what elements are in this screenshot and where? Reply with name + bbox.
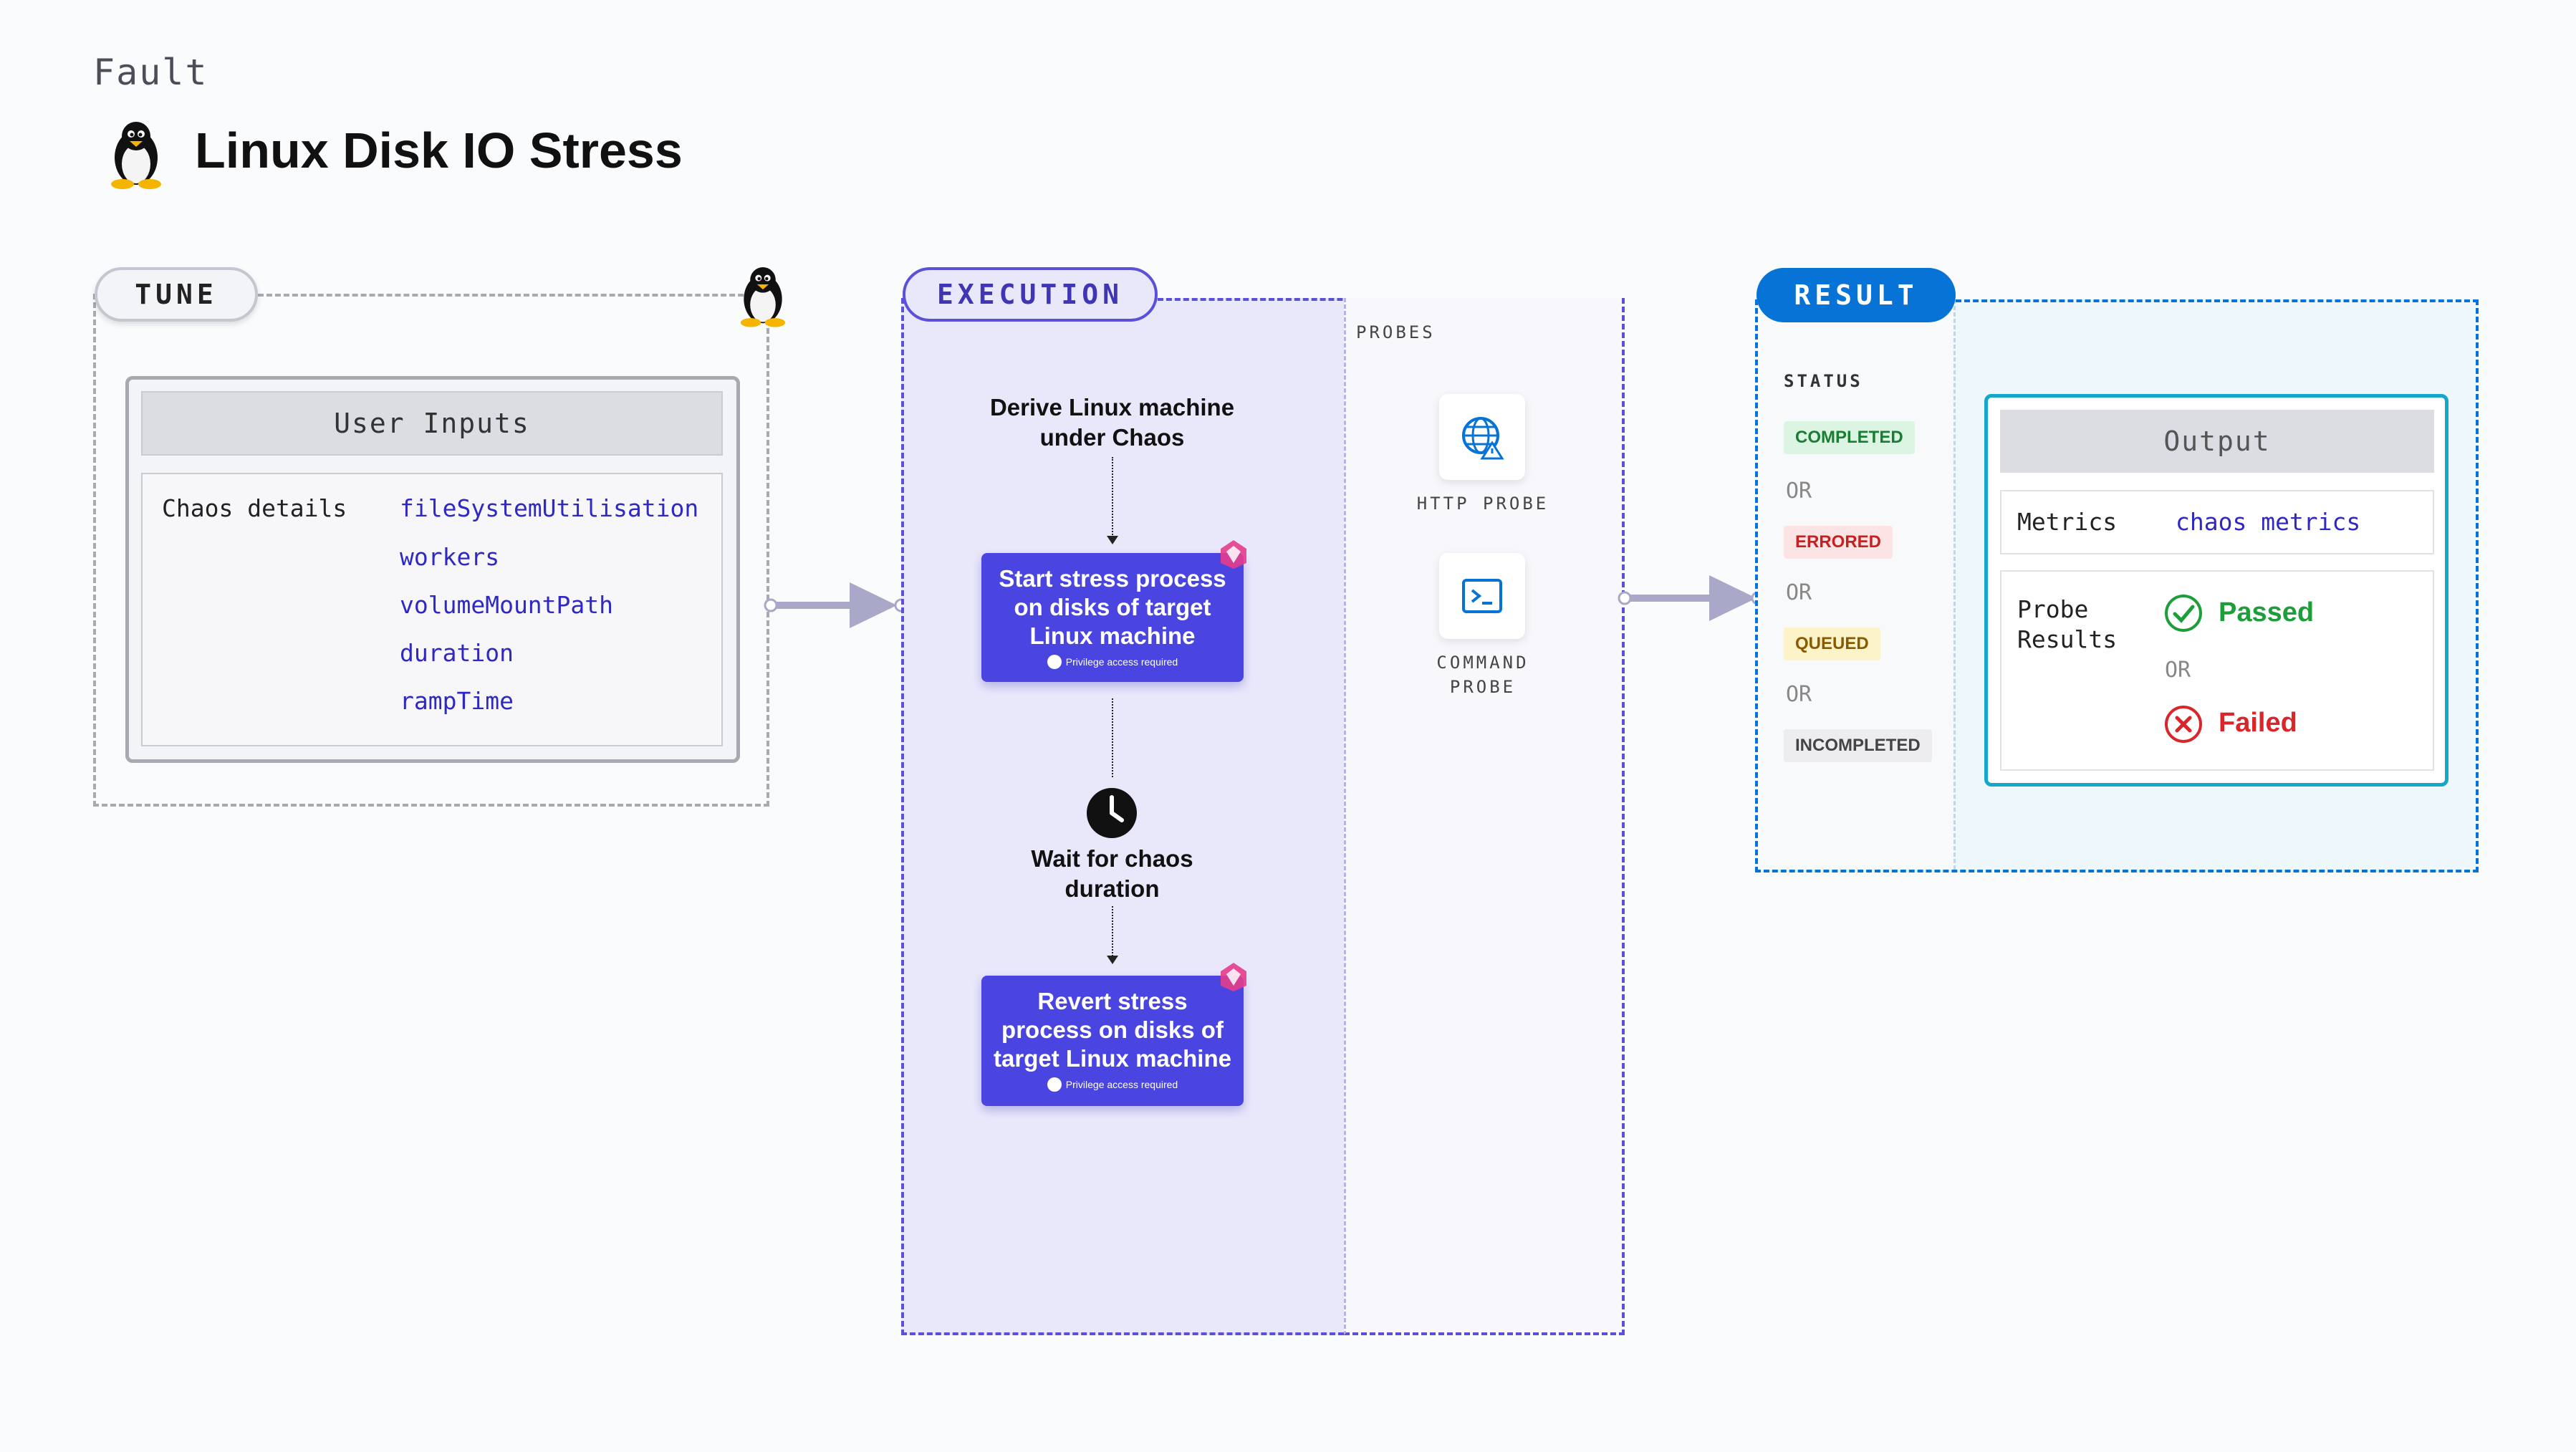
wait-duration-text: Wait for chaos duration — [1031, 845, 1193, 902]
command-probe-icon[interactable] — [1439, 553, 1525, 639]
param-duration: duration — [400, 639, 514, 667]
check-circle-icon — [2165, 595, 2202, 632]
start-stress-step: Start stress process on disks of target … — [981, 553, 1244, 682]
failed-label: Failed — [2219, 708, 2297, 738]
fault-label: Fault — [93, 52, 208, 93]
command-probe-label: COMMAND PROBE — [1436, 653, 1529, 697]
chaos-badge-icon — [1221, 963, 1246, 991]
flow-arrowhead-3 — [1107, 956, 1118, 964]
lock-icon — [1047, 655, 1062, 669]
tune-pill: TUNE — [95, 267, 258, 322]
status-column — [1758, 299, 1956, 870]
linux-penguin-icon — [104, 118, 168, 193]
flow-connector-1 — [1112, 457, 1113, 540]
result-pill: RESULT — [1756, 268, 1956, 322]
flow-connector-3 — [1112, 906, 1113, 959]
status-completed-badge: COMPLETED — [1784, 421, 1915, 454]
http-probe-icon[interactable] — [1439, 394, 1525, 480]
execution-pill: EXECUTION — [903, 267, 1158, 322]
output-title: Output — [2000, 410, 2434, 473]
execution-to-result-arrow — [1618, 575, 1765, 621]
x-circle-icon — [2165, 706, 2202, 743]
param-volumemountpath: volumeMountPath — [400, 591, 614, 619]
or-separator: OR — [1786, 580, 1812, 605]
probes-label: PROBES — [1356, 322, 1436, 342]
metrics-row — [2000, 490, 2434, 554]
param-ramptime: rampTime — [400, 687, 514, 715]
lock-icon — [1047, 1077, 1062, 1092]
user-inputs-body — [141, 473, 723, 746]
param-workers: workers — [400, 543, 500, 571]
linux-penguin-small-icon — [734, 264, 792, 332]
flow-connector-2 — [1112, 698, 1113, 777]
status-label: STATUS — [1784, 371, 1863, 391]
metrics-label: Metrics — [2017, 508, 2118, 536]
status-incompleted-badge: INCOMPLETED — [1784, 729, 1932, 762]
tune-region-top-border — [258, 294, 769, 297]
probe-results-row — [2000, 570, 2434, 771]
passed-label: Passed — [2219, 597, 2315, 628]
revert-stress-step: Revert stress process on disks of target… — [981, 976, 1244, 1106]
http-probe-label: HTTP PROBE — [1416, 494, 1549, 514]
chaos-badge-icon — [1221, 540, 1246, 569]
param-filesystemutilisation: fileSystemUtilisation — [400, 494, 699, 522]
user-inputs-title: User Inputs — [141, 391, 723, 456]
clock-icon — [1087, 788, 1137, 838]
privilege-note: Privilege access required — [981, 1077, 1244, 1092]
probe-results-label: Probe Results — [2017, 595, 2118, 653]
or-separator: OR — [1786, 682, 1812, 707]
status-errored-badge: ERRORED — [1784, 526, 1893, 559]
privilege-note: Privilege access required — [981, 655, 1244, 669]
flow-arrowhead-1 — [1107, 536, 1118, 544]
status-queued-badge: QUEUED — [1784, 628, 1880, 660]
tune-to-execution-arrow — [764, 582, 907, 628]
tune-region — [93, 294, 769, 807]
result-region-top-border — [1956, 299, 2479, 302]
or-separator: OR — [1786, 479, 1812, 504]
chaos-details-label: Chaos details — [162, 494, 347, 522]
page-title: Linux Disk IO Stress — [195, 122, 683, 178]
metrics-value: chaos metrics — [2176, 508, 2361, 536]
or-separator: OR — [2165, 658, 2191, 683]
derive-machine-text: Derive Linux machine under Chaos — [989, 394, 1235, 451]
